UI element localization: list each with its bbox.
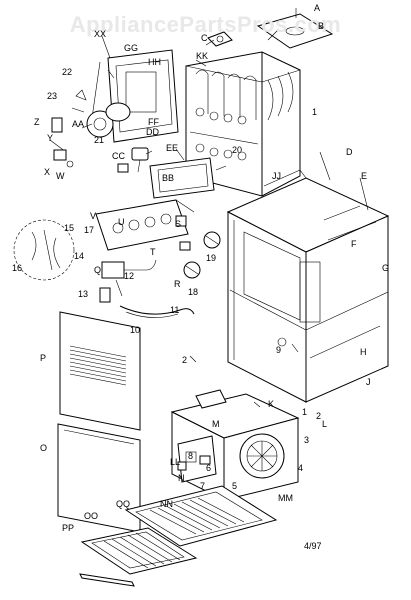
callout-label-gg: GG [124, 43, 139, 53]
callout-label-l: L [322, 419, 328, 429]
callout-label-m: M [212, 419, 220, 429]
callout-label-16: 16 [12, 263, 23, 273]
heat-exchanger [185, 51, 301, 197]
callout-label-p: P [40, 353, 47, 363]
callout-label-v: V [90, 211, 97, 221]
callout-label-oo: OO [84, 511, 99, 521]
burner-box-cover [149, 157, 227, 199]
lower-access-door [57, 423, 141, 533]
upper-access-door [59, 311, 141, 431]
callout-label-cc: CC [112, 151, 125, 161]
leader-lines [81, 8, 369, 408]
callout-label-f: F [351, 239, 357, 249]
callout-label-1b: 1 [302, 407, 308, 417]
igniter-detail-circle [13, 219, 75, 281]
callout-label-ll: LL [170, 457, 181, 467]
callout-label-14: 14 [74, 251, 85, 261]
top-cover-panel [256, 13, 334, 49]
gas-valve-assembly [99, 259, 157, 303]
callout-label-q: Q [94, 265, 102, 275]
callout-label-hh: HH [148, 57, 161, 67]
rollout-switch-parts [179, 231, 221, 279]
control-box [177, 435, 217, 483]
callout-label-w: W [56, 171, 65, 181]
callout-label-u: U [118, 217, 125, 227]
callout-label-d: D [346, 147, 353, 157]
callout-label-g: G [382, 263, 390, 273]
callout-label-x: X [44, 167, 51, 177]
callout-label-7: 7 [200, 481, 206, 491]
callout-label-10: 10 [130, 325, 141, 335]
callout-label-11: 11 [170, 305, 180, 315]
callout-label-20: 20 [232, 145, 243, 155]
callout-label-z: Z [34, 117, 40, 127]
callout-label-j: J [366, 377, 371, 387]
callout-label-r: R [174, 279, 181, 289]
callout-label-22: 22 [62, 67, 73, 77]
callout-label-19: 19 [206, 253, 217, 263]
callout-label-ee: EE [166, 143, 179, 153]
callout-label-s: S [175, 219, 182, 229]
callout-label-aa: AA [72, 119, 85, 129]
pressure-switch-parts [49, 117, 74, 168]
manifold-pipe [119, 305, 195, 318]
furnace-cabinet [226, 169, 390, 403]
callout-label-h: H [360, 347, 367, 357]
callout-label-23: 23 [47, 91, 58, 101]
callout-label-15: 15 [64, 223, 75, 233]
callout-label-12: 12 [124, 271, 135, 281]
callout-label-kk: KK [196, 51, 209, 61]
callout-label-5: 5 [232, 481, 238, 491]
callout-label-18: 18 [188, 287, 199, 297]
callout-label-21: 21 [94, 135, 105, 145]
bottom-base-pan [124, 485, 278, 547]
watermark-text: AppliancePartsPros.com [69, 12, 342, 37]
callout-label-k: K [268, 399, 275, 409]
bracket-part-c [207, 31, 233, 47]
callout-label-nn: NN [160, 499, 173, 509]
callout-label-a: A [314, 3, 321, 13]
callout-label-c: C [201, 33, 208, 43]
callout-label-mm: MM [278, 493, 293, 503]
callout-label-2: 2 [182, 355, 188, 365]
date-code: 4/97 [304, 541, 322, 551]
callout-label-b: B [318, 21, 325, 31]
callout-label-jj: JJ [272, 171, 281, 181]
filter-frame [79, 527, 198, 587]
callout-label-6: 6 [206, 463, 212, 473]
inducer-motor-assembly [71, 89, 131, 138]
callout-label-3: 3 [304, 435, 310, 445]
callout-label-y: Y [47, 133, 54, 143]
callout-label-pp: PP [62, 523, 75, 533]
callout-label-9: 9 [276, 345, 282, 355]
callout-label-xx: XX [94, 29, 107, 39]
callout-label-bb: BB [162, 173, 175, 183]
callout-label-1: 1 [312, 107, 318, 117]
callout-label-o: O [40, 443, 48, 453]
limit-control-parts [117, 147, 149, 173]
callout-label-n: N [178, 473, 185, 483]
callout-label-e: E [361, 171, 368, 181]
callout-label-t: T [150, 247, 156, 257]
callout-label-2b: 2 [316, 411, 322, 421]
callout-label-4: 4 [298, 463, 304, 473]
blower-assembly [170, 389, 300, 501]
callout-label-dd: DD [146, 127, 159, 137]
callout-label-ff: FF [148, 117, 159, 127]
callout-label-17: 17 [84, 225, 95, 235]
callout-label-8: 8 [188, 451, 194, 461]
callout-label-qq: QQ [116, 499, 131, 509]
callout-label-13: 13 [78, 289, 89, 299]
burner-manifold-assembly [95, 199, 195, 251]
